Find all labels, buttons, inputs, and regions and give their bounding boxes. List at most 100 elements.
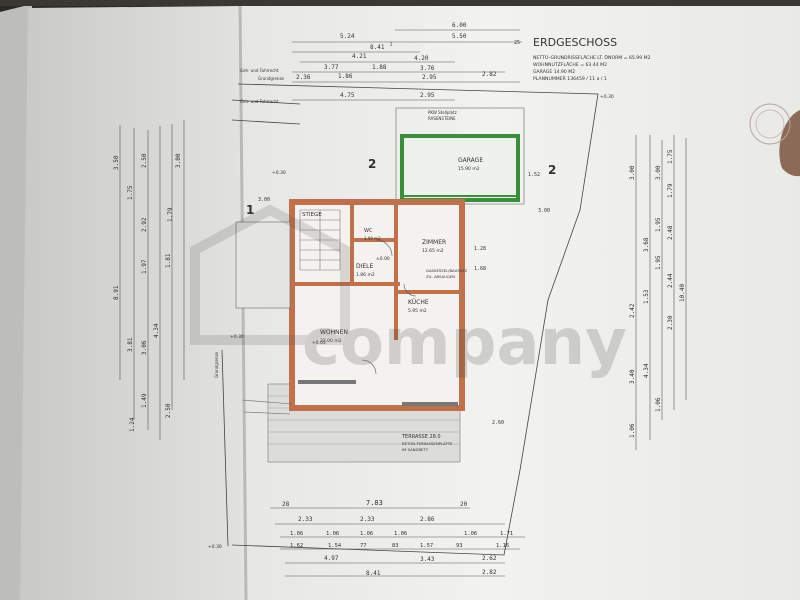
left-dimension-lines [119, 120, 185, 440]
margin-note: Geh- und Fahrrecht [240, 99, 279, 104]
dim-label: 2.36 [296, 74, 311, 81]
dim-label: 4.20 [414, 55, 429, 62]
property-boundary [221, 83, 599, 556]
dim-label: 5.24 [340, 33, 355, 40]
dim-label: 3.50 [113, 155, 120, 170]
dim-label: 8.91 [113, 285, 120, 300]
dim-label: 3.00 [538, 208, 550, 214]
dim-label: 1.49 [141, 393, 148, 408]
dim-label: 6.00 [452, 22, 467, 29]
pkw-label: RASENSTEINE [428, 116, 456, 121]
bottom-dimension-lines [270, 507, 525, 577]
dim-label: 1.71 [500, 531, 513, 537]
dim-label: 2.62 [482, 555, 497, 562]
dim-label: 2.86 [420, 516, 435, 523]
garage: GARAGE 15.90 m2 PKW Stellplatz RASENSTEI… [395, 107, 525, 205]
dim-label: 1.97 [141, 259, 148, 274]
dim-label: 2.30 [667, 315, 674, 330]
level-mark: +0.30 [230, 334, 244, 340]
garage-label: GARAGE [458, 157, 483, 164]
plan-title: ERDGESCHOSS [533, 36, 617, 49]
room-wc: WC [364, 228, 373, 234]
plan-info-line: WOHNNUTZFLÄCHE = 63.44 M2 [533, 61, 607, 68]
dim-label: 2 [390, 42, 393, 47]
dim-label: 2.50 [141, 153, 148, 168]
right-dimension-labels: 3.00 1.75 3.00 1.79 1.95 2.48 3.68 1.95 … [629, 149, 686, 438]
bottom-dimension-labels: 28 7.83 20 2.33 2.33 2.86 1.06 1.06 1.06… [282, 499, 513, 577]
plan-info-line: NETTO-GRUNDRISSFLÄCHE LT. ÖNORM = 65.99 … [533, 54, 651, 61]
dim-label: 4.97 [324, 555, 339, 562]
dim-label: 3.77 [324, 64, 339, 71]
dim-label: 1.79 [667, 183, 674, 198]
room-stiege: STIEGE [302, 212, 322, 218]
dim-label: 3.76 [420, 65, 435, 72]
dim-label: 3.68 [643, 237, 650, 252]
level-mark: +0.30 [208, 544, 222, 550]
room-kueche-area: 5.95 m2 [408, 308, 427, 314]
gas-label: ZU- ABSAUGEN [426, 274, 455, 279]
dim-label: 1.06 [394, 531, 407, 537]
section-mark: 1 [246, 203, 254, 217]
room-diele-area: 1.86 m2 [356, 272, 375, 278]
terrace-note: IM SANDBETT [402, 447, 429, 452]
dim-label: 2.82 [482, 71, 497, 78]
dim-label: 2.33 [298, 516, 313, 523]
thumb [779, 110, 800, 177]
dim-label: 1.06 [655, 397, 662, 412]
dim-label: 1.24 [129, 417, 136, 432]
outdoor-structures [235, 221, 293, 415]
section-marks: 2 2 1 [246, 157, 556, 217]
room-labels: STIEGE WC 1.90 m2 ZIMMER 12.65 m2 DIELE … [302, 212, 468, 344]
dim-label: 2.48 [667, 225, 674, 240]
watermark: company [190, 204, 627, 380]
dim-label: 1.75 [127, 185, 134, 200]
terrace-label: TERRASSE 28.0 [401, 434, 441, 440]
dim-label: 2.50 [165, 403, 172, 418]
dim-label: 1.75 [667, 149, 674, 164]
level-mark: ±0.00 [376, 256, 390, 262]
dim-label: 2.42 [629, 303, 636, 318]
dim-label: 2.92 [141, 217, 148, 232]
room-zimmer-area: 12.65 m2 [422, 248, 444, 254]
dim-label: 77 [360, 543, 367, 549]
dim-label: 28 [282, 501, 290, 508]
plan-info-line: PLANNUMMER 136459 / 11 a / 1 [533, 76, 607, 82]
margin-notes: Geh- und Fahrrecht Geh- und Fahrrecht Gr… [214, 68, 285, 378]
dim-label: 4.21 [352, 53, 367, 60]
level-mark: +0.63 [312, 340, 326, 346]
pkw-label: PKW Stellplatz [428, 110, 457, 115]
dim-label: 2.33 [360, 516, 375, 523]
left-dimension-labels: 3.50 1.75 2.50 2.92 3.00 1.79 8.91 1.97 … [113, 153, 182, 432]
right-dimension-lines [635, 135, 687, 450]
dim-label: 4.34 [153, 323, 160, 338]
dim-label: 83 [392, 543, 399, 549]
dim-label: 3.40 [629, 369, 636, 384]
window [402, 402, 458, 406]
dim-label: 93 [456, 543, 463, 549]
dim-label: 2.44 [667, 273, 674, 288]
dim-label: 1.68 [474, 266, 486, 272]
dim-label: 3.06 [141, 340, 148, 355]
dim-label: 1.62 [290, 543, 303, 549]
dim-label: 1.88 [372, 64, 387, 71]
terrace-note: BETON-TERRASSENPLATTE [402, 441, 453, 446]
dim-label: 3.43 [420, 556, 435, 563]
dim-label: 25 [514, 40, 520, 46]
dim-label: 1.79 [167, 207, 174, 222]
dim-label: 1.06 [326, 531, 339, 537]
dim-label: 1.57 [420, 543, 433, 549]
margin-note: Grundgrenze [214, 351, 219, 378]
dim-label: 1.06 [629, 423, 636, 438]
dim-label: 2.95 [420, 92, 435, 99]
dim-label: 1.81 [165, 253, 172, 268]
dim-label: 2.82 [482, 569, 497, 576]
dim-label: 1.95 [655, 217, 662, 232]
room-kueche: KÜCHE [408, 299, 429, 306]
left-page [20, 6, 246, 600]
dim-label: 10.40 [679, 284, 686, 302]
room-diele: DIELE [356, 263, 374, 270]
dim-label: 1.06 [464, 531, 477, 537]
gas-label: GASKESSEL/BAUSATZ [426, 268, 468, 273]
dim-label: 3.00 [629, 165, 636, 180]
